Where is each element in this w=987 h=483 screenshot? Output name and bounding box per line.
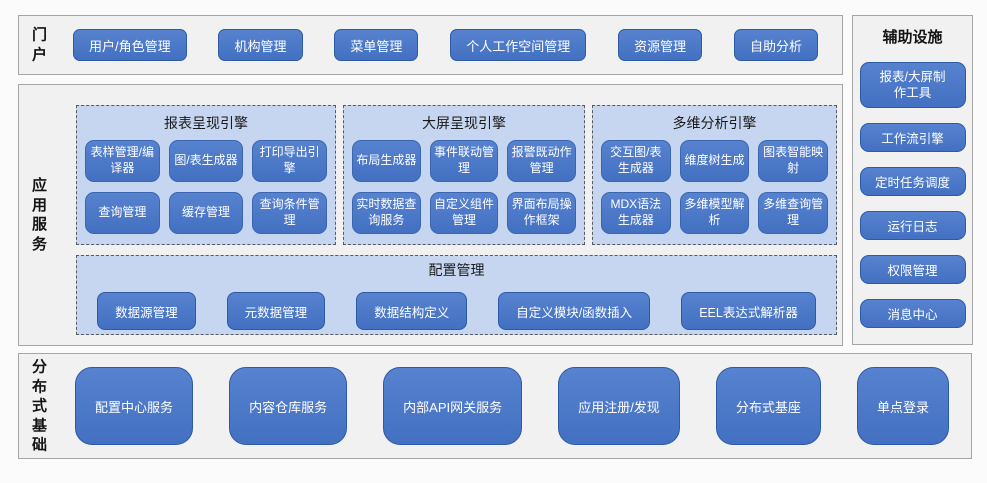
foundation-button[interactable]: 内容仓库服务 (229, 367, 348, 445)
engine-button[interactable]: 多维模型解析 (679, 192, 750, 234)
config-button[interactable]: EEL表达式解析器 (681, 292, 816, 330)
engine-panel-title: 报表呈现引擎 (164, 115, 248, 131)
config-button[interactable]: 数据源管理 (97, 292, 196, 330)
portal-button[interactable]: 资源管理 (618, 29, 703, 61)
portal-button-row: 用户/角色管理 机构管理 菜单管理 个人工作空间管理 资源管理 自助分析 (73, 29, 818, 61)
config-management-panel: 配置管理 数据源管理 元数据管理 数据结构定义 自定义模块/函数插入 EEL表达… (76, 255, 837, 335)
engine-button-grid: 交互图/表生成器 维度树生成 图表智能映射 MDX语法生成器 多维模型解析 多维… (601, 140, 828, 234)
foundation-button[interactable]: 配置中心服务 (75, 367, 194, 445)
engine-button[interactable]: 报警既动作管理 (507, 140, 576, 182)
portal-label: 门户 (32, 26, 48, 64)
engine-panel-dashboard: 大屏呈现引擎 布局生成器 事件联动管理 报警既动作管理 实时数据查询服务 自定义… (343, 105, 585, 245)
engine-button[interactable]: 缓存管理 (168, 192, 244, 234)
foundation-button-row: 配置中心服务 内容仓库服务 内部API网关服务 应用注册/发现 分布式基座 单点… (75, 367, 949, 445)
engine-button[interactable]: 查询条件管理 (252, 192, 327, 234)
portal-button[interactable]: 自助分析 (733, 29, 818, 61)
engine-panel-report: 报表呈现引擎 表样管理/编译器 图/表生成器 打印导出引擎 查询管理 缓存管理 … (76, 105, 336, 245)
engine-panels: 报表呈现引擎 表样管理/编译器 图/表生成器 打印导出引擎 查询管理 缓存管理 … (76, 105, 837, 245)
auxiliary-panel: 辅助设施 报表/大屏制作工具 工作流引擎 定时任务调度 运行日志 权限管理 消息… (852, 15, 973, 345)
engine-button[interactable]: 交互图/表生成器 (601, 140, 671, 182)
engine-button[interactable]: 界面布局操作框架 (507, 192, 576, 234)
foundation-label: 分布式基础 (32, 358, 48, 454)
auxiliary-title: 辅助设施 (882, 29, 943, 46)
engine-button[interactable]: 事件联动管理 (429, 140, 499, 182)
engine-button-grid: 表样管理/编译器 图/表生成器 打印导出引擎 查询管理 缓存管理 查询条件管理 (85, 140, 327, 234)
config-button[interactable]: 数据结构定义 (356, 292, 468, 330)
config-button[interactable]: 元数据管理 (226, 292, 326, 330)
engine-button[interactable]: 图表智能映射 (758, 140, 828, 182)
engine-button[interactable]: 打印导出引擎 (252, 140, 327, 182)
auxiliary-button[interactable]: 工作流引擎 (859, 123, 966, 152)
foundation-section: 分布式基础 配置中心服务 内容仓库服务 内部API网关服务 应用注册/发现 分布… (18, 353, 972, 459)
auxiliary-button[interactable]: 定时任务调度 (859, 167, 966, 196)
config-panel-title: 配置管理 (428, 262, 485, 278)
config-button[interactable]: 自定义模块/函数插入 (498, 292, 651, 330)
engine-button[interactable]: 自定义组件管理 (429, 192, 499, 234)
engine-button[interactable]: 维度树生成 (679, 140, 750, 182)
engine-button[interactable]: 图/表生成器 (168, 140, 244, 182)
foundation-button[interactable]: 单点登录 (856, 367, 949, 445)
portal-button[interactable]: 菜单管理 (334, 29, 419, 61)
portal-button[interactable]: 用户/角色管理 (73, 29, 187, 61)
portal-button[interactable]: 机构管理 (218, 29, 303, 61)
app-services-label: 应用服务 (32, 177, 48, 253)
auxiliary-button[interactable]: 运行日志 (859, 211, 966, 240)
config-button-row: 数据源管理 元数据管理 数据结构定义 自定义模块/函数插入 EEL表达式解析器 (77, 292, 836, 330)
portal-section: 门户 用户/角色管理 机构管理 菜单管理 个人工作空间管理 资源管理 自助分析 (18, 15, 843, 75)
app-services-section: 应用服务 报表呈现引擎 表样管理/编译器 图/表生成器 打印导出引擎 查询管理 … (18, 84, 843, 346)
engine-button[interactable]: 多维查询管理 (758, 192, 828, 234)
foundation-button[interactable]: 内部API网关服务 (383, 367, 523, 445)
auxiliary-button[interactable]: 报表/大屏制作工具 (859, 62, 966, 108)
foundation-button[interactable]: 分布式基座 (715, 367, 821, 445)
engine-panel-title: 多维分析引擎 (672, 115, 757, 131)
engine-button-grid: 布局生成器 事件联动管理 报警既动作管理 实时数据查询服务 自定义组件管理 界面… (352, 140, 576, 234)
engine-button[interactable]: 布局生成器 (352, 140, 421, 182)
engine-button[interactable]: 表样管理/编译器 (85, 140, 160, 182)
auxiliary-button-column: 报表/大屏制作工具 工作流引擎 定时任务调度 运行日志 权限管理 消息中心 (853, 62, 972, 328)
auxiliary-button[interactable]: 消息中心 (859, 299, 966, 328)
auxiliary-button[interactable]: 权限管理 (859, 255, 966, 284)
engine-button[interactable]: 查询管理 (85, 192, 160, 234)
portal-button[interactable]: 个人工作空间管理 (450, 29, 587, 61)
engine-panel-olap: 多维分析引擎 交互图/表生成器 维度树生成 图表智能映射 MDX语法生成器 多维… (592, 105, 837, 245)
foundation-button[interactable]: 应用注册/发现 (558, 367, 680, 445)
engine-panel-title: 大屏呈现引擎 (422, 115, 506, 131)
engine-button[interactable]: 实时数据查询服务 (352, 192, 421, 234)
engine-button[interactable]: MDX语法生成器 (601, 192, 671, 234)
